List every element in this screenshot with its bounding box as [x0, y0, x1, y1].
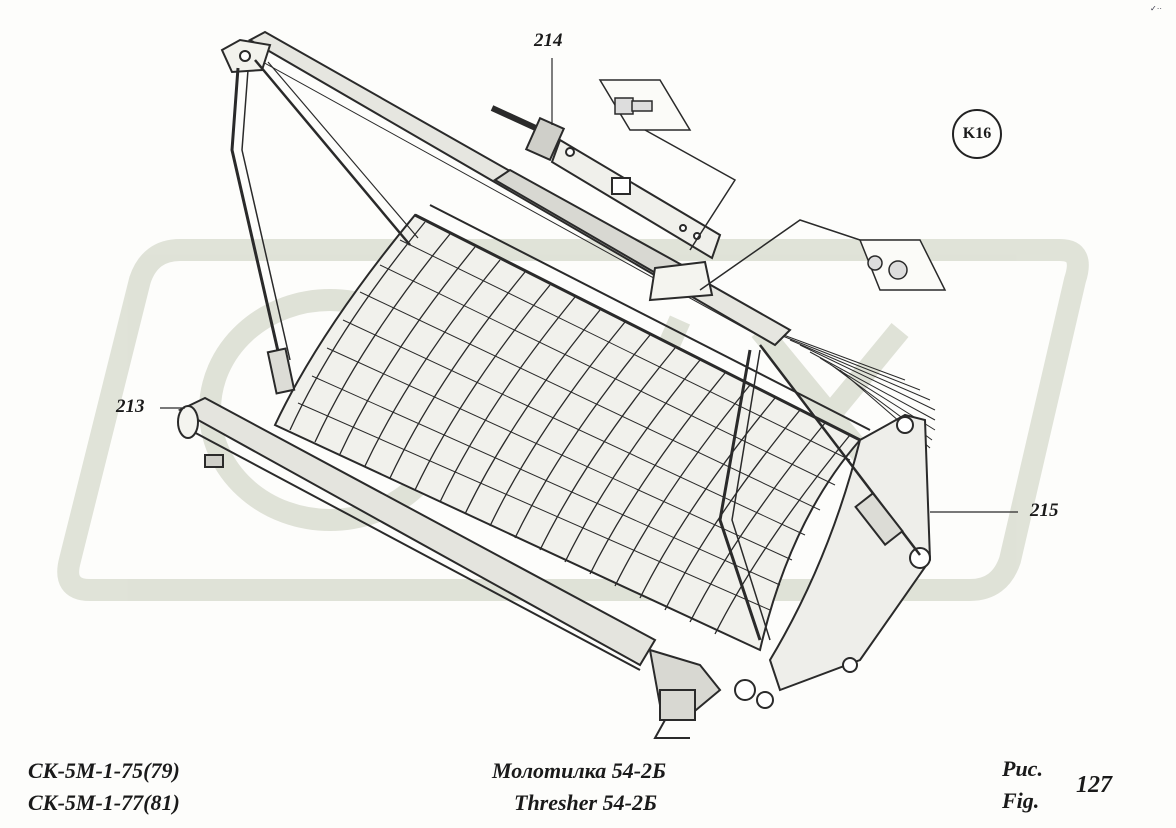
fig-label-en: Fig.: [1002, 788, 1040, 813]
title-en: Thresher 54-2Б: [514, 790, 657, 815]
side-plate: [768, 413, 932, 692]
hanger-rods: [230, 59, 921, 641]
detail-box-bolt: [598, 79, 737, 251]
figure-number: 127: [1076, 772, 1112, 798]
detail-box-nut: [699, 219, 947, 291]
callout-214: 214: [534, 30, 563, 51]
bottom-fittings: [648, 648, 774, 739]
model-line-1: СК-5М-1-75(79): [28, 758, 180, 783]
bolt-214: [490, 105, 722, 260]
front-lower-bar: [177, 396, 657, 671]
right-adjuster: [854, 491, 904, 547]
title-ru: Молотилка 54-2Б: [492, 758, 667, 783]
leader-lines: [160, 58, 1018, 513]
callout-215: 215: [1030, 500, 1059, 521]
concave-grate: [273, 204, 871, 652]
left-adjuster: [266, 347, 296, 395]
fig-label-ru: Рис.: [1002, 756, 1043, 781]
callout-213: 213: [116, 396, 145, 417]
section-badge: K16: [952, 109, 1002, 159]
top-left-bracket: [220, 38, 272, 74]
upper-beam: [247, 30, 792, 347]
model-line-2: СК-5М-1-77(81): [28, 790, 180, 815]
corner-mark: ✓··: [1150, 4, 1163, 13]
